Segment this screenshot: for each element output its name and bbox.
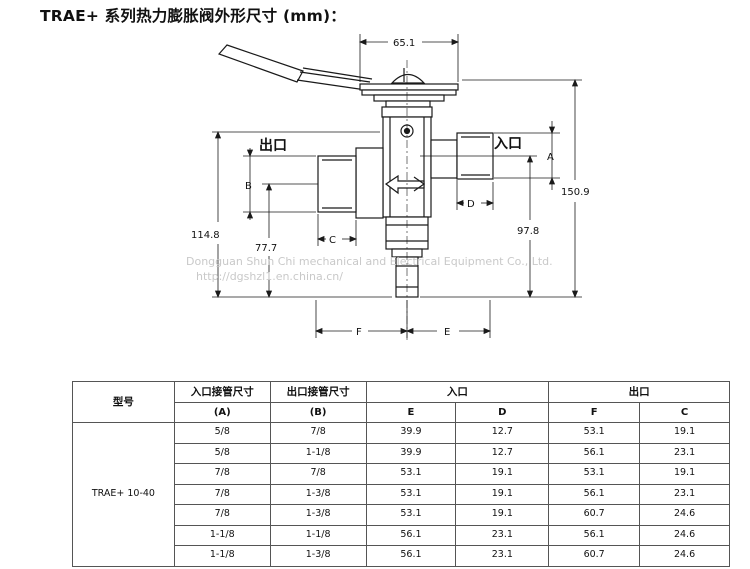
model-cell: TRAE+ 10-40 bbox=[72, 422, 175, 567]
outlet-label: 出口 bbox=[259, 137, 287, 154]
cell-f: 53.1 bbox=[548, 463, 641, 485]
sensing-bulb-handle bbox=[217, 44, 373, 91]
header-model: 型号 bbox=[72, 381, 175, 423]
table-row: 7/8 1-3/8 53.1 19.1 56.1 23.1 bbox=[73, 483, 730, 505]
cell-a: 7/8 bbox=[173, 504, 271, 526]
header-f: F bbox=[548, 401, 641, 423]
cell-b: 7/8 bbox=[269, 422, 367, 444]
dim-d-label: D bbox=[467, 199, 475, 210]
header-c: C bbox=[639, 401, 730, 423]
table-row: TRAE+ 10-40 5/8 7/8 39.9 12.7 53.1 19.1 bbox=[72, 422, 730, 567]
cell-d: 23.1 bbox=[455, 545, 550, 567]
cell-c: 23.1 bbox=[639, 483, 730, 505]
cell-d: 19.1 bbox=[455, 483, 550, 505]
cell-e: 53.1 bbox=[365, 504, 457, 526]
dim-height-inlet: 97.8 bbox=[517, 226, 539, 237]
cell-b: 7/8 bbox=[269, 463, 367, 485]
cell-c: 19.1 bbox=[639, 463, 730, 485]
cell-e: 53.1 bbox=[365, 483, 457, 505]
table-row: 7/8 1-3/8 53.1 19.1 60.7 24.6 bbox=[73, 504, 730, 526]
header-d: D bbox=[455, 401, 550, 423]
cell-c: 24.6 bbox=[639, 545, 730, 567]
header-outlet-size: 出口接管尺寸 bbox=[269, 381, 367, 403]
dim-f-label: F bbox=[356, 327, 362, 338]
cell-b: 1-3/8 bbox=[269, 483, 367, 505]
cell-a: 5/8 bbox=[173, 422, 271, 444]
cell-b: 1-3/8 bbox=[269, 504, 367, 526]
cell-d: 12.7 bbox=[455, 422, 550, 444]
valve-body bbox=[382, 116, 432, 218]
watermark-company: Dongguan Shun Chi mechanical and Electri… bbox=[186, 255, 553, 268]
cell-e: 53.1 bbox=[365, 463, 457, 485]
cell-a: 1-1/8 bbox=[173, 524, 271, 546]
table-row: 1-1/8 1-1/8 56.1 23.1 56.1 24.6 bbox=[73, 524, 730, 546]
cell-c: 23.1 bbox=[639, 442, 730, 464]
cell-e: 39.9 bbox=[365, 422, 457, 444]
cell-b: 1-3/8 bbox=[269, 545, 367, 567]
cell-c: 24.6 bbox=[639, 504, 730, 526]
cell-a: 1-1/8 bbox=[173, 545, 271, 567]
cell-f: 53.1 bbox=[548, 422, 641, 444]
cell-f: 56.1 bbox=[548, 483, 641, 505]
cell-a: 7/8 bbox=[173, 463, 271, 485]
cell-b: 1-1/8 bbox=[269, 442, 367, 464]
cell-b: 1-1/8 bbox=[269, 524, 367, 546]
dim-b-label: B bbox=[245, 181, 252, 192]
watermark-url: http://dgshzl1.en.china.cn/ bbox=[196, 270, 343, 283]
cell-e: 56.1 bbox=[365, 545, 457, 567]
table-body: TRAE+ 10-40 5/8 7/8 39.9 12.7 53.1 19.1 … bbox=[72, 422, 730, 567]
table-row: 1-1/8 1-3/8 56.1 23.1 60.7 24.6 bbox=[73, 545, 730, 567]
cell-e: 56.1 bbox=[365, 524, 457, 546]
dim-c-label: C bbox=[329, 235, 336, 246]
cell-f: 56.1 bbox=[548, 442, 641, 464]
valve-head bbox=[359, 68, 459, 118]
dimension-table: 型号 入口接管尺寸 出口接管尺寸 入口 出口 (A) (B) E D F C T… bbox=[72, 381, 730, 567]
cell-d: 12.7 bbox=[455, 442, 550, 464]
cell-c: 19.1 bbox=[639, 422, 730, 444]
header-outlet-group: 出口 bbox=[548, 381, 730, 403]
dim-height-outlet: 77.7 bbox=[255, 243, 277, 254]
cell-d: 23.1 bbox=[455, 524, 550, 546]
header-e: E bbox=[365, 401, 457, 423]
cell-f: 60.7 bbox=[548, 504, 641, 526]
cell-f: 60.7 bbox=[548, 545, 641, 567]
dim-top-width: 65.1 bbox=[393, 38, 415, 49]
header-inlet-group: 入口 bbox=[365, 381, 550, 403]
cell-a: 5/8 bbox=[173, 442, 271, 464]
inlet-label: 入口 bbox=[494, 136, 522, 152]
dim-height-total: 150.9 bbox=[561, 187, 590, 198]
cell-f: 56.1 bbox=[548, 524, 641, 546]
cell-e: 39.9 bbox=[365, 442, 457, 464]
page-title: TRAE+ 系列热力膨胀阀外形尺寸 (mm)： bbox=[40, 7, 346, 25]
outlet-fitting bbox=[317, 147, 384, 219]
cell-a: 7/8 bbox=[173, 483, 271, 505]
header-inlet-size: 入口接管尺寸 bbox=[173, 381, 271, 403]
dim-a-label: A bbox=[547, 152, 554, 163]
cell-c: 24.6 bbox=[639, 524, 730, 546]
cell-d: 19.1 bbox=[455, 463, 550, 485]
dim-height-left: 114.8 bbox=[191, 230, 220, 241]
header-outlet-size-unit: (B) bbox=[269, 401, 367, 423]
cell-d: 19.1 bbox=[455, 504, 550, 526]
dim-e-label: E bbox=[444, 327, 450, 338]
header-inlet-size-unit: (A) bbox=[173, 401, 271, 423]
valve-dimension-drawing: 出口 入口 65.1 A B C D E F 150.9 114.8 77.7 … bbox=[191, 34, 590, 340]
